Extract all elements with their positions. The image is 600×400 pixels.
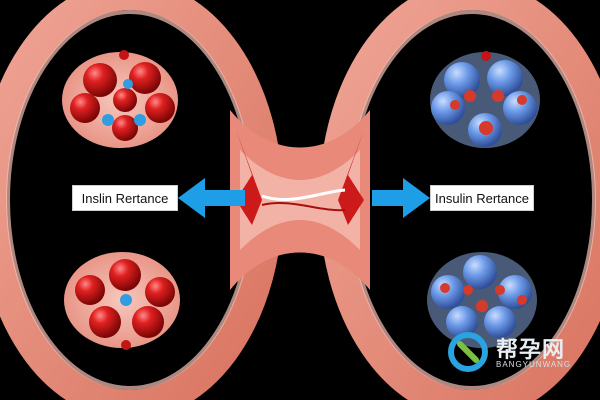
blue-cluster-bottom-right	[427, 252, 537, 348]
central-junction	[230, 110, 370, 290]
watermark-logo	[448, 332, 488, 372]
watermark-chinese-text: 帮孕网	[496, 338, 566, 363]
right-arrow	[372, 178, 430, 218]
watermark: 帮孕网 BANGYUNWANG	[444, 330, 584, 374]
red-cluster-bottom-left	[64, 252, 180, 350]
blue-cluster-top-right	[430, 51, 540, 148]
left-label: Inslin Rertance	[72, 185, 178, 211]
left-arrow	[178, 178, 245, 218]
red-cluster-top-left	[62, 50, 178, 148]
watermark-latin-text: BANGYUNWANG	[496, 360, 572, 369]
right-label: Insulin Rertance	[430, 185, 534, 211]
